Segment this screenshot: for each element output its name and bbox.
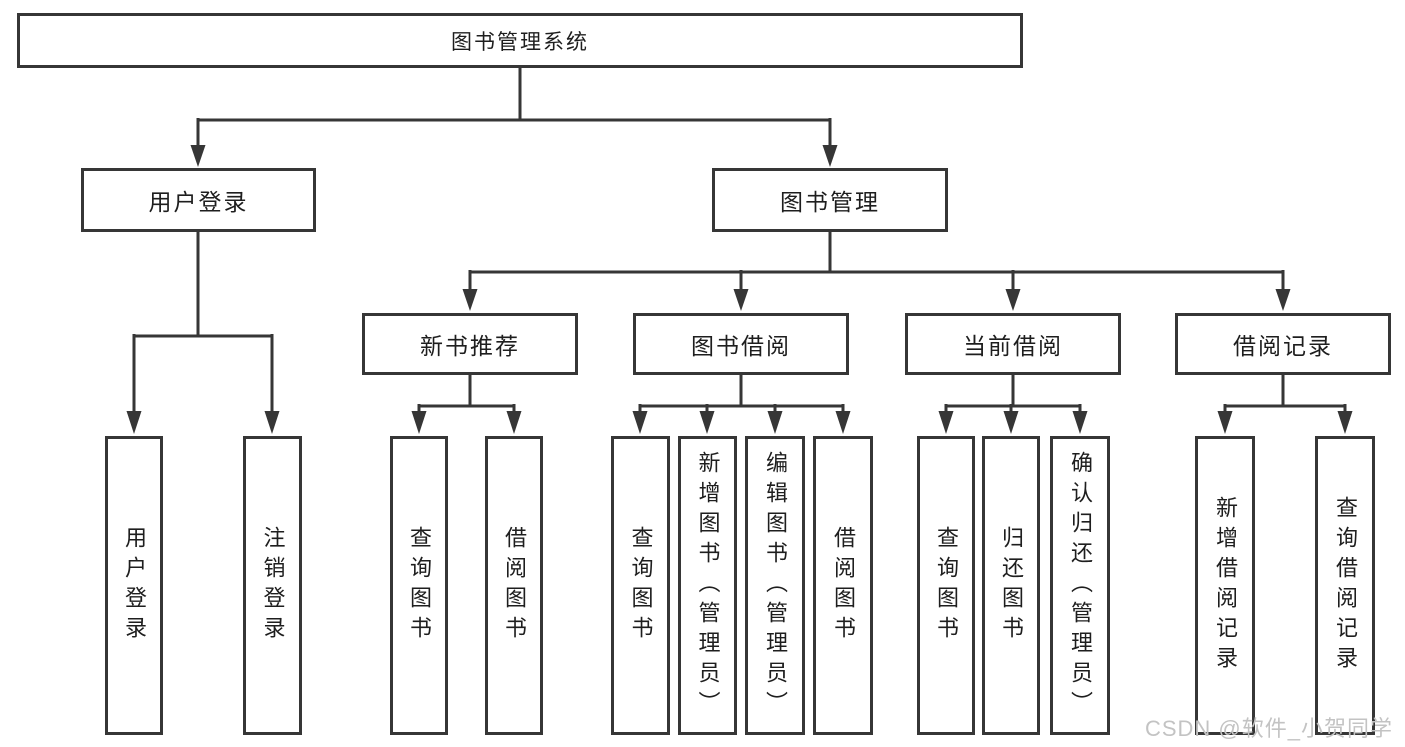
node-leaf-cb-confirm-return: 确认归还（管理员） <box>1050 436 1110 735</box>
leaf-label: 查询图书 <box>934 525 959 646</box>
leaf-label: 查询借阅记录 <box>1333 495 1358 676</box>
node-leaf-nbr-borrow-books: 借阅图书 <box>485 436 543 735</box>
node-leaf-br-add-record: 新增借阅记录 <box>1195 436 1255 735</box>
node-leaf-bb-query-books: 查询图书 <box>611 436 670 735</box>
node-leaf-user-login: 用户登录 <box>105 436 163 735</box>
node-root: 图书管理系统 <box>17 13 1023 68</box>
leaf-label: 新增借阅记录 <box>1213 495 1238 676</box>
node-leaf-logout: 注销登录 <box>243 436 302 735</box>
leaf-label: 注销登录 <box>260 525 286 646</box>
node-book-management: 图书管理 <box>712 168 948 232</box>
leaf-label: 归还图书 <box>999 525 1024 646</box>
leaf-label: 新增图书（管理员） <box>695 450 721 721</box>
leaf-label: 查询图书 <box>407 525 432 646</box>
node-leaf-cb-query-books: 查询图书 <box>917 436 975 735</box>
node-new-book-recommend: 新书推荐 <box>362 313 578 375</box>
arrowheads <box>126 145 1353 434</box>
connector-paths <box>132 68 1347 413</box>
leaf-label: 查询图书 <box>628 525 654 646</box>
node-borrow-records: 借阅记录 <box>1175 313 1391 375</box>
leaf-label: 确认归还（管理员） <box>1068 450 1093 721</box>
node-leaf-nbr-query-books: 查询图书 <box>390 436 448 735</box>
node-leaf-cb-return-books: 归还图书 <box>982 436 1040 735</box>
leaf-label: 用户登录 <box>122 525 147 646</box>
node-book-borrow: 图书借阅 <box>633 313 849 375</box>
node-user-login: 用户登录 <box>81 168 316 232</box>
leaf-label: 借阅图书 <box>831 525 856 646</box>
csdn-watermark: CSDN @软件_小贺同学 <box>1144 716 1393 741</box>
node-current-borrow: 当前借阅 <box>905 313 1121 375</box>
leaf-label: 编辑图书（管理员） <box>763 450 788 721</box>
node-leaf-bb-add-books: 新增图书（管理员） <box>678 436 737 735</box>
node-leaf-br-query-record: 查询借阅记录 <box>1315 436 1375 735</box>
node-leaf-bb-borrow-books: 借阅图书 <box>813 436 873 735</box>
node-leaf-bb-edit-books: 编辑图书（管理员） <box>745 436 805 735</box>
leaf-label: 借阅图书 <box>502 525 527 646</box>
